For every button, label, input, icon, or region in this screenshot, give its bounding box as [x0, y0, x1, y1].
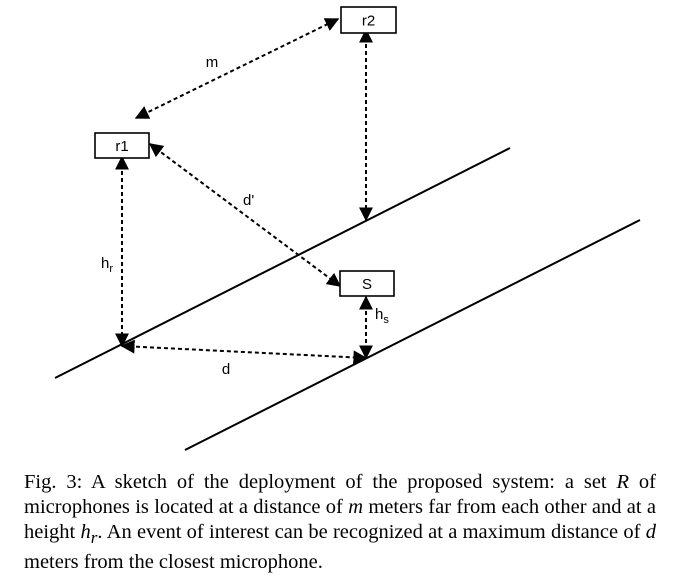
arrow-m	[134, 18, 340, 119]
node-s-label: S	[362, 276, 372, 293]
node-r1-label: r1	[115, 138, 128, 155]
label-h-r: hr	[101, 255, 113, 275]
label-h-s: hs	[375, 306, 389, 326]
label-m: m	[206, 54, 219, 71]
road-edge-near	[54, 147, 511, 379]
arrow-d-prime	[148, 143, 342, 287]
figure-caption: Fig. 3: A sketch of the deployment of th…	[24, 471, 657, 574]
label-d: d	[222, 361, 230, 378]
label-d-prime: d'	[243, 192, 254, 209]
deployment-diagram: r2 r1 S m d' d hr hs	[54, 6, 641, 451]
node-r1: r1	[94, 132, 150, 159]
road-edge-far	[184, 219, 641, 451]
node-r2: r2	[340, 6, 397, 34]
node-r2-label: r2	[362, 13, 375, 30]
arrow-d	[120, 339, 368, 365]
node-s: S	[339, 270, 395, 297]
